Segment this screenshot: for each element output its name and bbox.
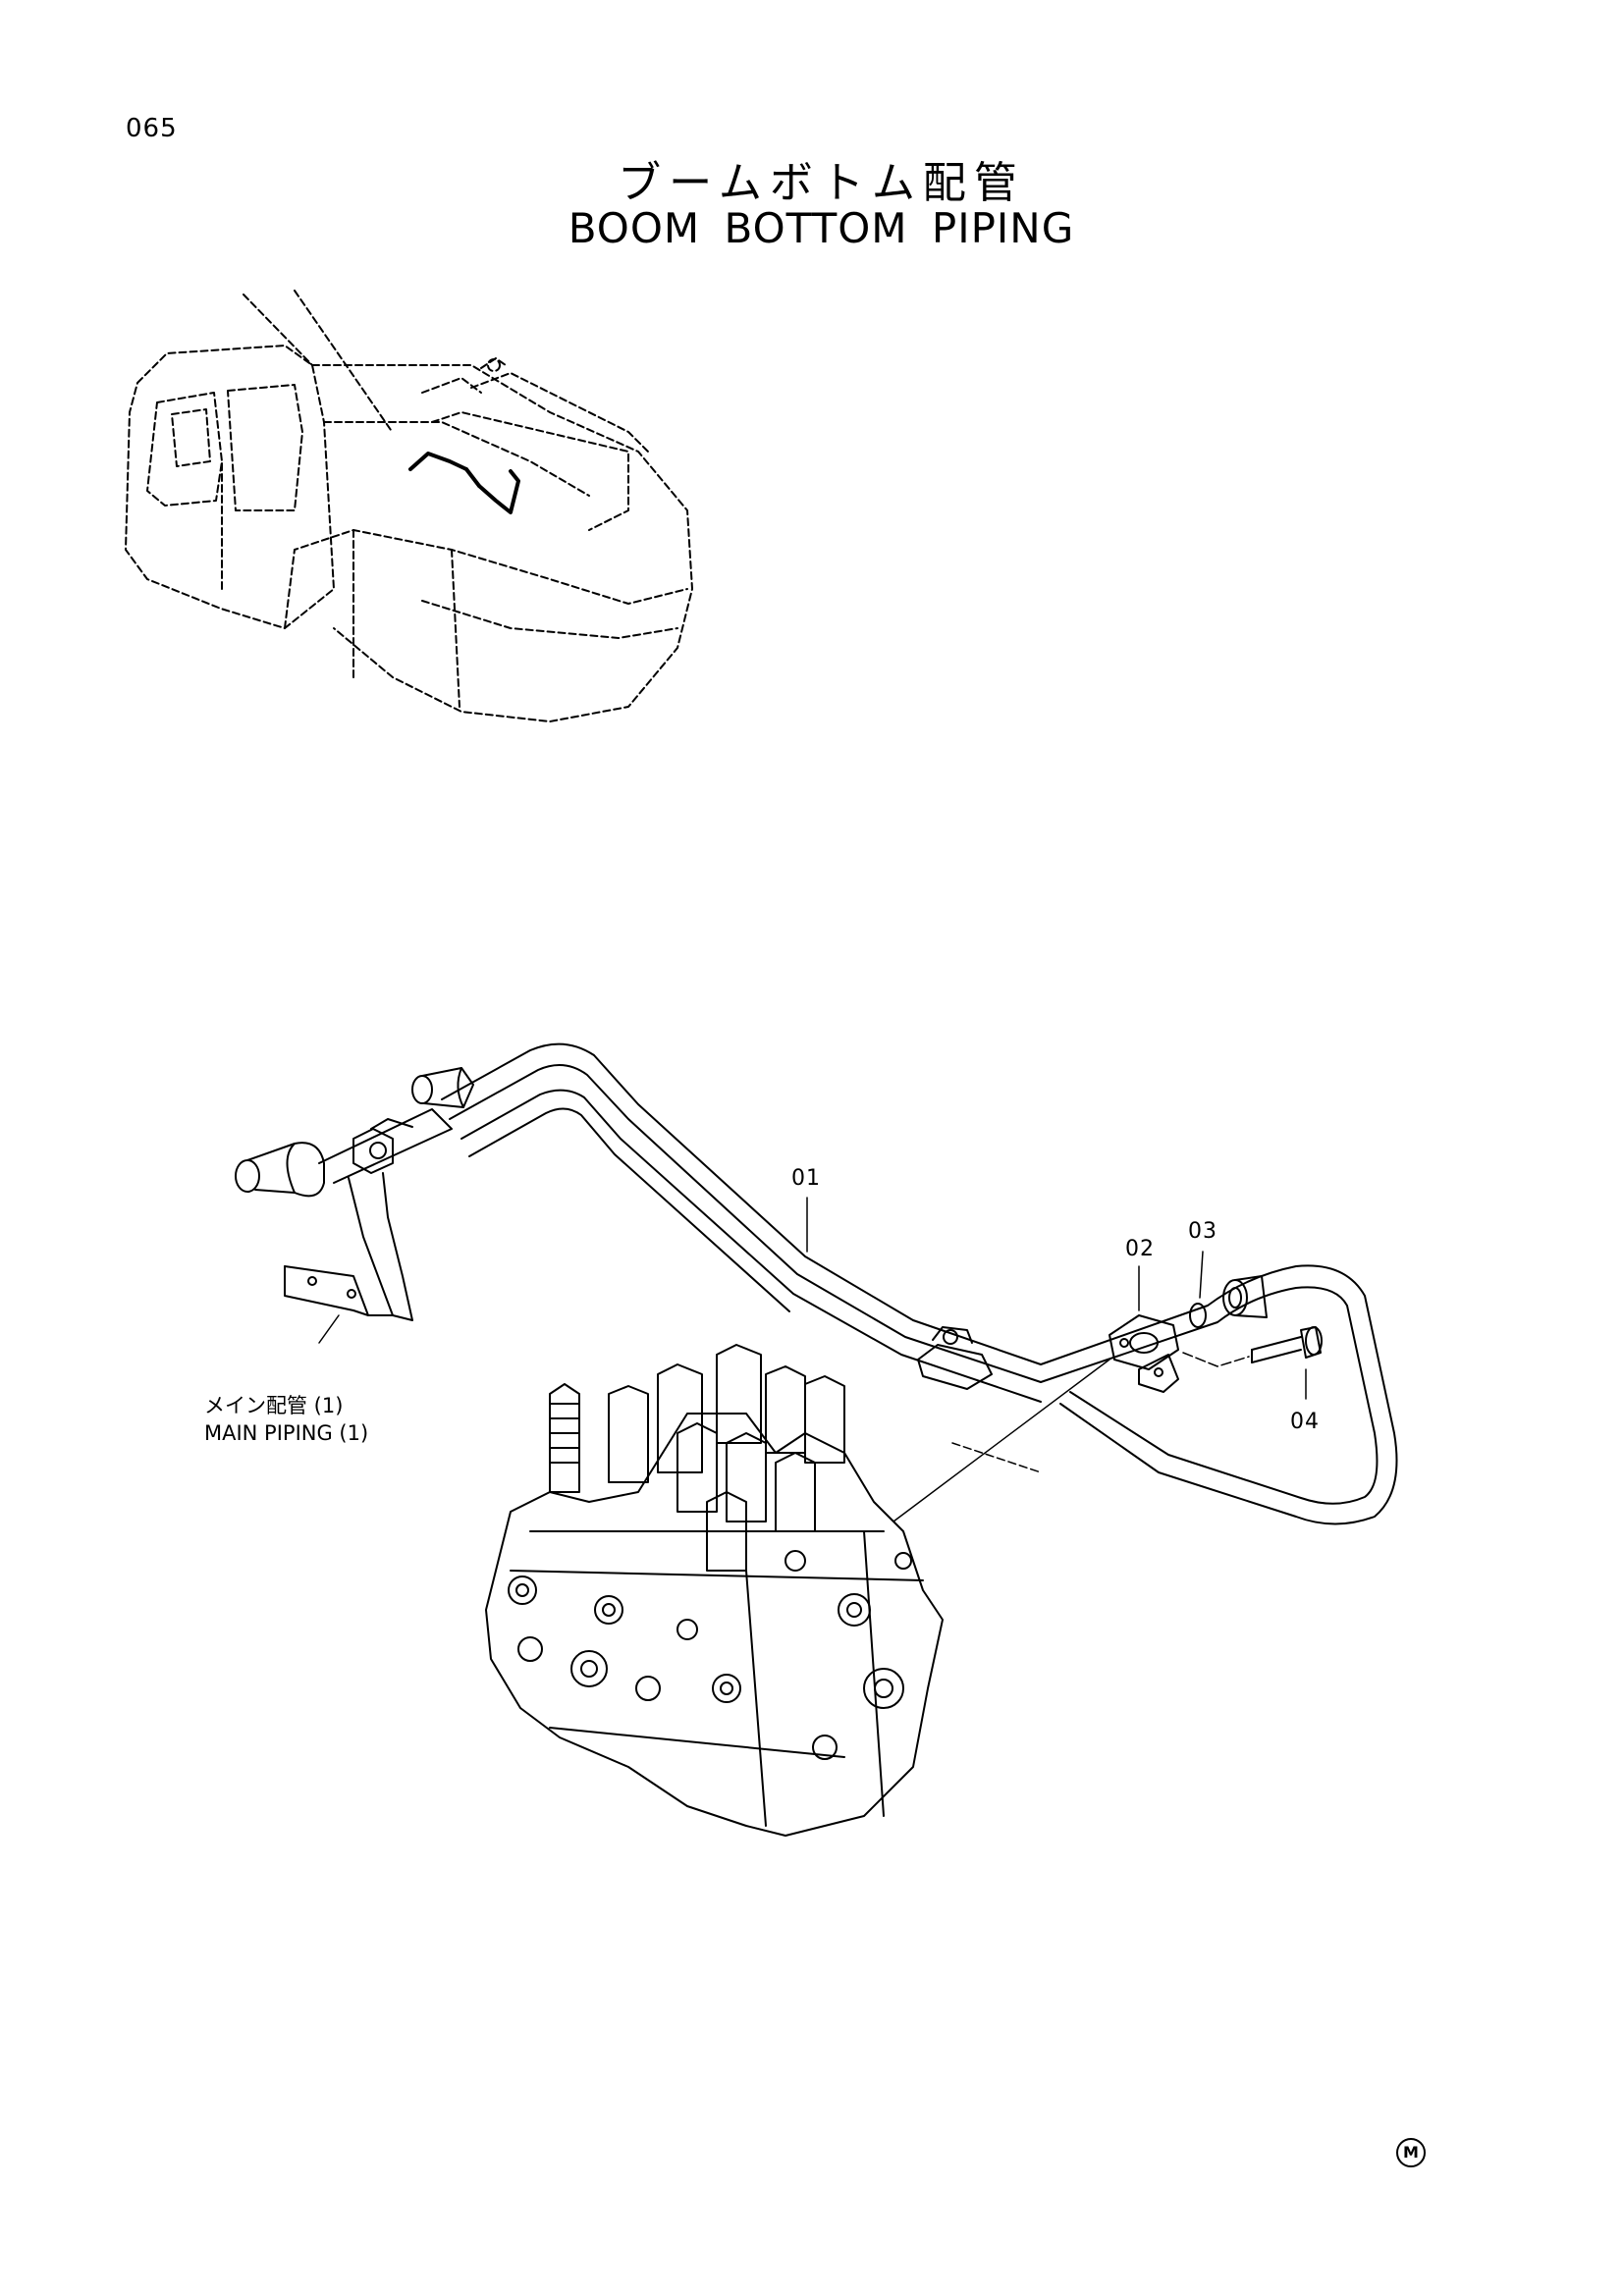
- pipe-left-fittings: [235, 1067, 474, 1321]
- bolt: [1251, 1326, 1323, 1363]
- main-piping-label-en: MAIN PIPING (1): [204, 1421, 369, 1445]
- o-ring: [1189, 1303, 1207, 1328]
- leader-lines: [318, 1197, 1307, 1522]
- pipe-clamp: [917, 1326, 993, 1390]
- main-piping-reference: メイン配管 (1) MAIN PIPING (1): [204, 1392, 368, 1447]
- control-valve: [485, 1344, 944, 1837]
- callout-01: 01: [791, 1166, 821, 1191]
- highlighted-pipe-on-excavator: [408, 452, 520, 514]
- callout-04: 04: [1290, 1410, 1320, 1434]
- pipe-right-fitting: [1222, 1275, 1268, 1318]
- page-number: 065: [126, 114, 178, 143]
- callout-02: 02: [1125, 1237, 1155, 1261]
- model-mark-icon: M: [1396, 2138, 1426, 2167]
- excavator-illustration: [125, 290, 693, 722]
- page-title-en: BOOM BOTTOM PIPING: [568, 204, 1075, 252]
- boom-bottom-pipe: [441, 1042, 1398, 1525]
- page-title-jp: ブームボトム配管: [618, 158, 1025, 208]
- main-piping-label-jp: メイン配管 (1): [204, 1394, 344, 1417]
- hidden-line: [951, 1442, 1042, 1473]
- callout-03: 03: [1188, 1219, 1217, 1244]
- split-flange: [1109, 1314, 1179, 1393]
